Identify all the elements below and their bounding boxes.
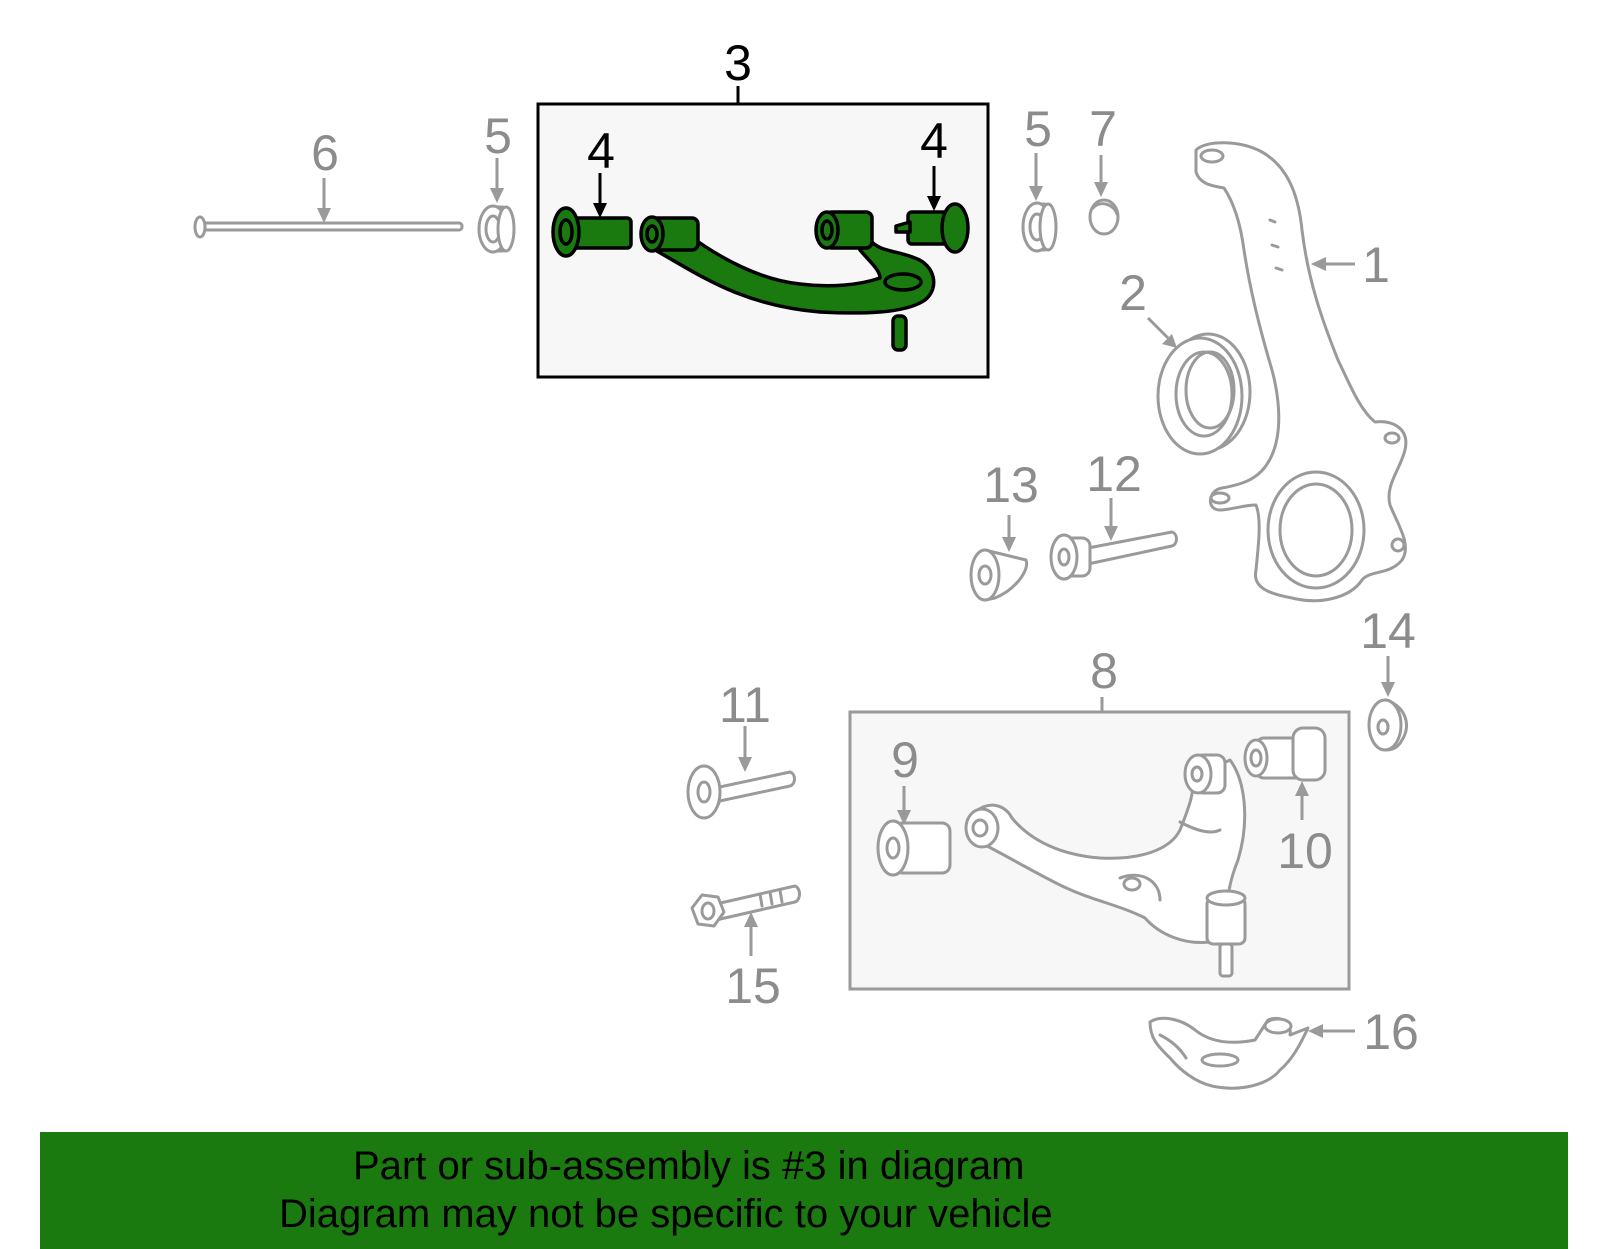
callout-10: 10 <box>1277 823 1333 879</box>
banner-line-part: Part or sub-assembly is #3 in diagram <box>353 1144 1025 1188</box>
upper-bushing-right[interactable] <box>894 202 970 254</box>
callout-12: 12 <box>1086 446 1142 502</box>
washer-5-left[interactable] <box>477 204 516 254</box>
callout-16: 16 <box>1363 1004 1419 1060</box>
callout-5-right: 5 <box>1024 101 1052 157</box>
callout-11: 11 <box>719 677 771 733</box>
banner-line-disclaimer: Diagram may not be specific to your vehi… <box>279 1192 1053 1236</box>
callout-13: 13 <box>983 457 1039 513</box>
hub-seal-2[interactable] <box>1156 332 1252 456</box>
callout-4-right: 4 <box>920 113 948 169</box>
info-banner: Part or sub-assembly is #3 in diagram Di… <box>40 1132 1568 1249</box>
callout-6: 6 <box>311 125 339 181</box>
cap-14[interactable] <box>1367 698 1408 752</box>
lower-arm-assembly[interactable]: 8 9 <box>848 643 1351 991</box>
callout-9: 9 <box>891 732 919 788</box>
callout-1: 1 <box>1362 237 1390 293</box>
clip-7[interactable] <box>1088 198 1120 236</box>
cam-bolt-15[interactable] <box>690 884 801 928</box>
upper-control-arm[interactable] <box>639 210 936 352</box>
callout-5-left: 5 <box>484 108 512 164</box>
lower-bolt-11[interactable] <box>686 764 796 820</box>
callout-15: 15 <box>725 958 781 1014</box>
knuckle-bolt-12[interactable] <box>1049 530 1178 581</box>
bracket-16[interactable] <box>1148 1016 1310 1090</box>
upper-bushing-left[interactable] <box>551 206 633 258</box>
lower-bushing-9[interactable] <box>876 819 952 877</box>
callout-3: 3 <box>724 35 752 91</box>
lower-control-arm[interactable] <box>964 753 1247 978</box>
dust-cover-13[interactable] <box>969 548 1029 602</box>
upper-arm-assembly[interactable]: 3 4 4 <box>536 35 990 379</box>
callout-7: 7 <box>1089 101 1117 157</box>
callout-2: 2 <box>1119 265 1147 321</box>
callout-4-left: 4 <box>587 123 615 179</box>
steering-knuckle-1[interactable] <box>1194 141 1408 603</box>
callout-14: 14 <box>1360 603 1416 659</box>
bolt-6[interactable] <box>193 215 464 239</box>
lower-bushing-10[interactable] <box>1243 726 1327 782</box>
washer-5-right[interactable] <box>1021 201 1058 253</box>
callout-8: 8 <box>1090 643 1118 699</box>
